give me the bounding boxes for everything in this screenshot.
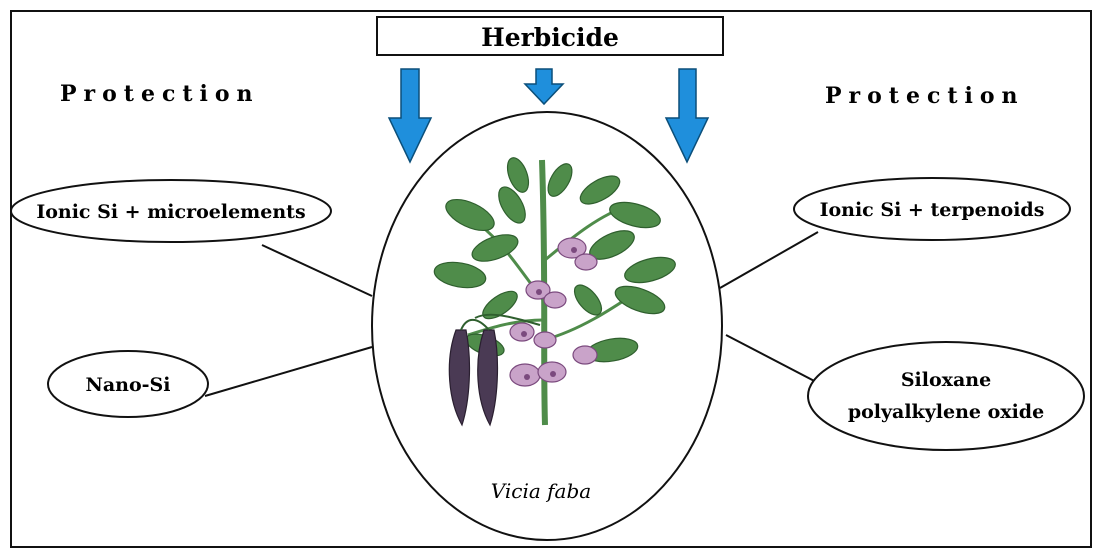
node-siloxane: Siloxane polyalkylene oxide <box>807 341 1085 451</box>
connector-ionic-si-terp <box>719 231 819 289</box>
herbicide-box: Herbicide <box>376 16 724 56</box>
arrow-center <box>523 68 565 106</box>
arrow-right <box>664 68 710 164</box>
vicia-faba-illustration <box>433 157 676 427</box>
arrow-left <box>387 68 433 164</box>
node-nano-si: Nano-Si <box>47 350 209 418</box>
node-ionic-si-terpenoids: Ionic Si + terpenoids <box>793 177 1071 241</box>
connector-siloxane <box>725 334 823 386</box>
connector-nano-si <box>204 346 373 397</box>
connector-ionic-si-micro <box>261 244 373 297</box>
node-ionic-si-microelements: Ionic Si + microelements <box>10 179 332 243</box>
plant-label: Vicia faba <box>491 479 591 503</box>
protection-label-right: Protection <box>825 83 1025 109</box>
node-nano-si-label: Nano-Si <box>86 374 171 396</box>
node-ionic-si-microelements-label: Ionic Si + microelements <box>36 201 305 223</box>
node-siloxane-label-line2: polyalkylene oxide <box>848 401 1044 423</box>
herbicide-label: Herbicide <box>481 23 619 52</box>
node-siloxane-label-line1: Siloxane <box>901 369 991 391</box>
diagram-frame <box>10 10 1092 548</box>
node-ionic-si-terpenoids-label: Ionic Si + terpenoids <box>820 199 1045 221</box>
connector-lines <box>204 231 823 397</box>
protection-label-left: Protection <box>60 81 260 107</box>
